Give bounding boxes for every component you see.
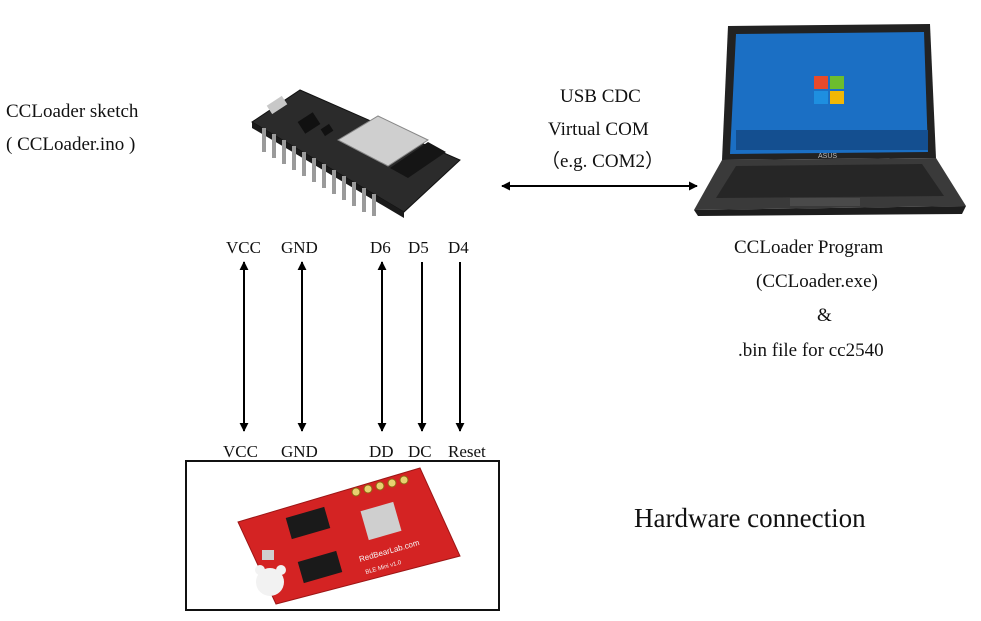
usb-label-line2: Virtual COM — [548, 119, 649, 140]
program-label: CCLoader Program — [734, 237, 884, 258]
diagram-caption: Hardware connection — [634, 503, 866, 533]
target-pin-dd: DD — [369, 442, 394, 461]
sketch-title: CCLoader sketch — [6, 101, 139, 122]
board-pin-gnd: GND — [281, 238, 318, 257]
target-pin-gnd: GND — [281, 442, 318, 461]
usb-label-line1: USB CDC — [560, 86, 641, 107]
board-pin-vcc: VCC — [226, 238, 261, 257]
board-pin-d4: D4 — [448, 238, 469, 257]
usb-label-line3: （e.g. COM2） — [541, 151, 664, 172]
target-board-image: RedBearLab.com BLE Mini v1.0 — [237, 467, 461, 605]
board-pin-d5: D5 — [408, 238, 429, 257]
sketch-filename: ( CCLoader.ino ) — [6, 134, 136, 155]
program-exe-label: (CCLoader.exe) — [756, 271, 878, 292]
bin-file-label: .bin file for cc2540 — [738, 340, 884, 361]
mcu-board-image — [251, 89, 461, 218]
laptop-brand: ASUS — [818, 153, 837, 160]
target-pin-vcc: VCC — [223, 442, 258, 461]
laptop-image: ASUS — [694, 24, 966, 216]
target-board-frame — [185, 460, 500, 611]
target-pin-dc: DC — [408, 442, 432, 461]
target-pin-reset: Reset — [448, 442, 486, 461]
board-pin-d6: D6 — [370, 238, 391, 257]
ampersand-label: & — [817, 305, 832, 326]
